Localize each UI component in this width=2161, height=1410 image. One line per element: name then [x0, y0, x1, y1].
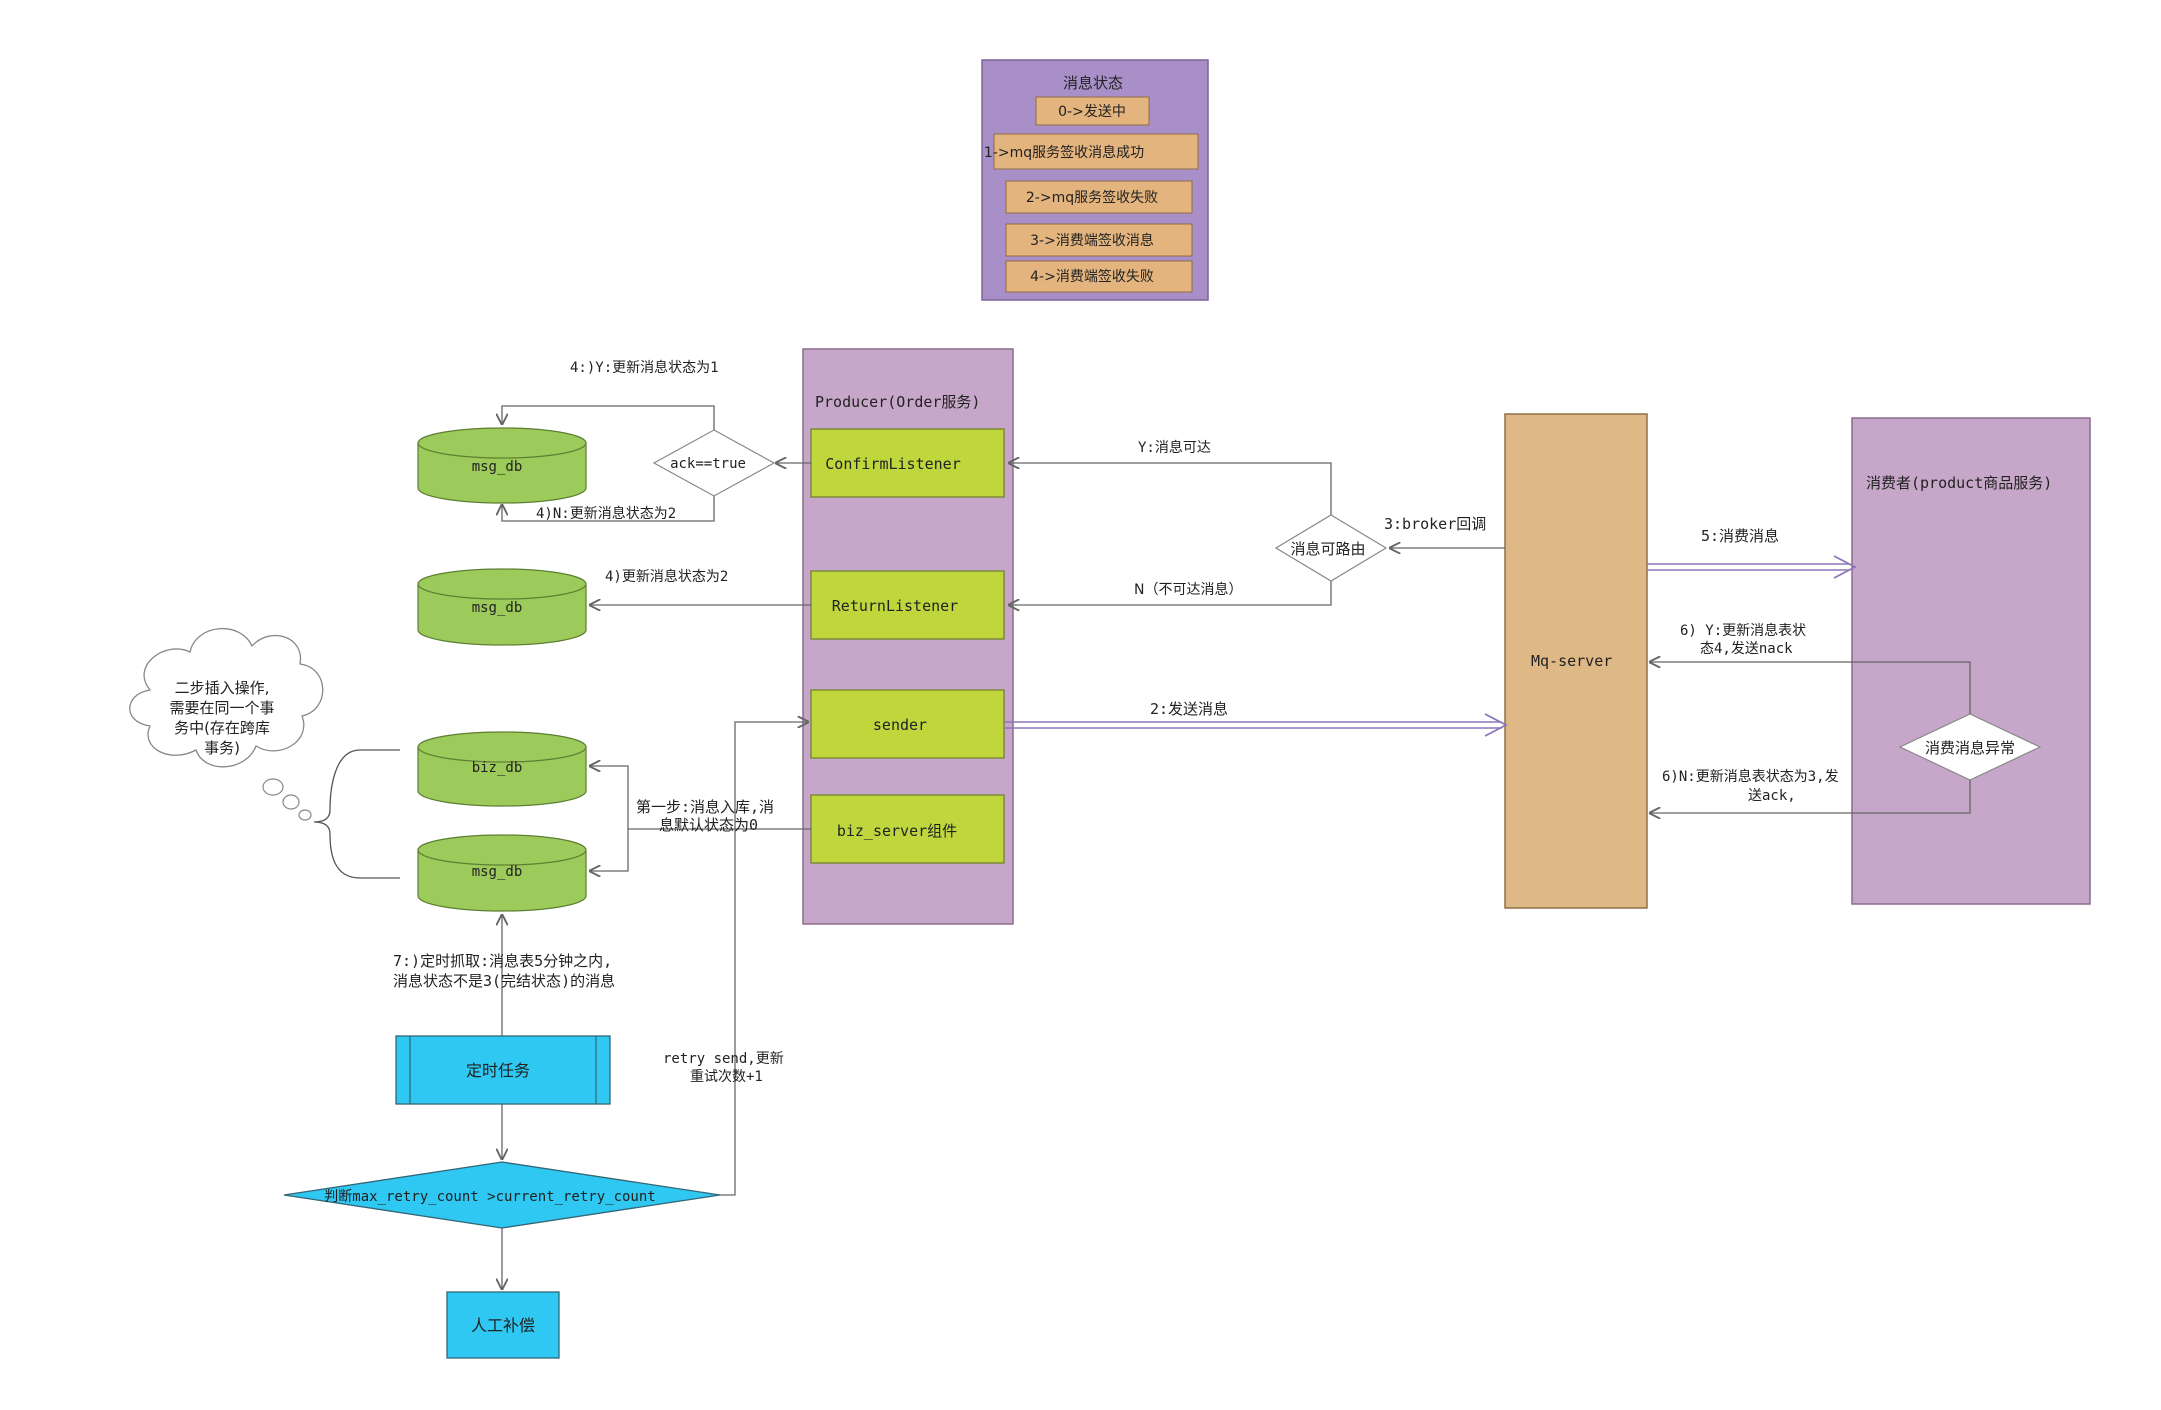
- legend-item-2: 2->mq服务签收失败: [1005, 180, 1193, 214]
- cloud-line: 务中(存在跨库: [174, 719, 270, 737]
- label-consume-message: 5:消费消息: [1701, 527, 1779, 545]
- biz-db: biz_db: [417, 731, 587, 807]
- ack-decision: ack==true: [652, 429, 776, 497]
- legend-item-3: 3->消费端签收消息: [1005, 223, 1193, 257]
- mq-server-label: Mq-server: [1531, 652, 1612, 670]
- label-timer-grab-2: 消息状态不是3(完结状态)的消息: [393, 972, 615, 990]
- db-label: msg_db: [472, 459, 523, 475]
- legend-item-label: 2->mq服务签收失败: [1026, 189, 1158, 206]
- label-routable-no: N（不可达消息）: [1134, 581, 1242, 598]
- label-consumer-no-1: 6)N:更新消息表状态为3,发: [1662, 768, 1839, 785]
- arrow-ack-no: [502, 496, 715, 522]
- cloud-line: 需要在同一个事: [169, 699, 274, 717]
- timer-task-label: 定时任务: [466, 1061, 530, 1080]
- legend-title: 消息状态: [1063, 74, 1123, 92]
- label-send-message: 2:发送消息: [1150, 700, 1228, 718]
- db-label: msg_db: [472, 864, 523, 880]
- transaction-note-cloud: 二步插入操作, 需要在同一个事 务中(存在跨库 事务): [129, 627, 324, 821]
- confirm-listener-label: ConfirmListener: [825, 455, 960, 473]
- consume-error-label: 消费消息异常: [1925, 739, 2015, 757]
- label-step1-1: 第一步:消息入库,消: [636, 798, 774, 816]
- label-retry-send-1: retry send,更新: [663, 1051, 784, 1067]
- cloud-line: 二步插入操作,: [175, 679, 270, 697]
- retry-decision: 判断max_retry_count >current_retry_count: [283, 1161, 721, 1229]
- msg-db-bottom: msg_db: [417, 834, 587, 912]
- producer-title: Producer(Order服务): [815, 393, 980, 411]
- label-ack-no: 4)N:更新消息状态为2: [536, 505, 676, 522]
- message-status-legend: 消息状态 0->发送中 1->mq服务签收消息成功 2->mq服务签收失败 3-…: [981, 59, 1209, 301]
- label-consumer-no-2: 送ack,: [1748, 788, 1796, 804]
- label-consumer-yes-1: 6) Y:更新消息表状: [1680, 622, 1806, 639]
- legend-item-1: 1->mq服务签收消息成功: [984, 133, 1199, 170]
- legend-item-label: 3->消费端签收消息: [1030, 232, 1154, 249]
- label-return-update: 4)更新消息状态为2: [605, 568, 728, 585]
- mq-server-box: Mq-server: [1504, 413, 1648, 909]
- routable-decision: 消息可路由: [1274, 514, 1388, 582]
- arrow-routable-no: [1009, 581, 1332, 605]
- legend-item-0: 0->发送中: [1035, 96, 1150, 126]
- label-ack-yes: 4:)Y:更新消息状态为1: [570, 359, 719, 376]
- retry-decision-label: 判断max_retry_count >current_retry_count: [324, 1189, 655, 1205]
- timer-task-box: 定时任务: [395, 1035, 611, 1105]
- arrow-consumer-no: [1650, 780, 1971, 813]
- sender-box: sender: [810, 689, 1005, 759]
- biz-server-box: biz_server组件: [810, 794, 1005, 864]
- label-timer-grab-1: 7:)定时抓取:消息表5分钟之内,: [393, 952, 612, 970]
- routable-decision-label: 消息可路由: [1290, 540, 1365, 558]
- sender-label: sender: [873, 716, 927, 734]
- db-label: biz_db: [472, 760, 523, 776]
- biz-server-label: biz_server组件: [837, 822, 957, 840]
- return-listener-label: ReturnListener: [832, 597, 958, 615]
- confirm-listener-box: ConfirmListener: [810, 428, 1005, 498]
- msg-db-mid: msg_db: [417, 568, 587, 646]
- label-step1-2: 息默认状态为0: [659, 816, 758, 834]
- arrow-send-message: [1004, 713, 1508, 737]
- return-listener-box: ReturnListener: [810, 570, 1005, 640]
- arrow-biz-to-bizdb: [590, 766, 811, 830]
- label-routable-yes: Y:消息可达: [1138, 439, 1211, 456]
- arrow-ack-yes: [502, 405, 715, 430]
- legend-item-label: 1->mq服务签收消息成功: [984, 144, 1144, 161]
- legend-item-label: 4->消费端签收失败: [1030, 268, 1154, 285]
- label-broker-callback: 3:broker回调: [1384, 515, 1486, 533]
- cloud-line: 事务): [204, 739, 240, 757]
- manual-compensation-label: 人工补偿: [471, 1316, 535, 1335]
- arrow-consume-message: [1647, 555, 1857, 579]
- manual-compensation-box: 人工补偿: [446, 1291, 560, 1359]
- transaction-brace: [313, 749, 400, 879]
- label-retry-send-2: 重试次数+1: [690, 1069, 763, 1085]
- consumer-title: 消费者(product商品服务): [1866, 474, 2052, 492]
- arrow-consumer-yes: [1650, 662, 1971, 714]
- label-consumer-yes-2: 态4,发送nack: [1700, 641, 1793, 657]
- arrow-routable-yes: [1009, 463, 1332, 515]
- arrow-retry-send: [720, 722, 808, 1196]
- legend-item-label: 0->发送中: [1058, 104, 1126, 120]
- consumer-container: 消费者(product商品服务): [1851, 417, 2091, 905]
- legend-item-4: 4->消费端签收失败: [1005, 260, 1193, 293]
- arrow-biz-to-msgdb: [590, 829, 629, 871]
- db-label: msg_db: [472, 600, 523, 616]
- msg-db-top: msg_db: [417, 427, 587, 504]
- ack-decision-label: ack==true: [670, 456, 746, 472]
